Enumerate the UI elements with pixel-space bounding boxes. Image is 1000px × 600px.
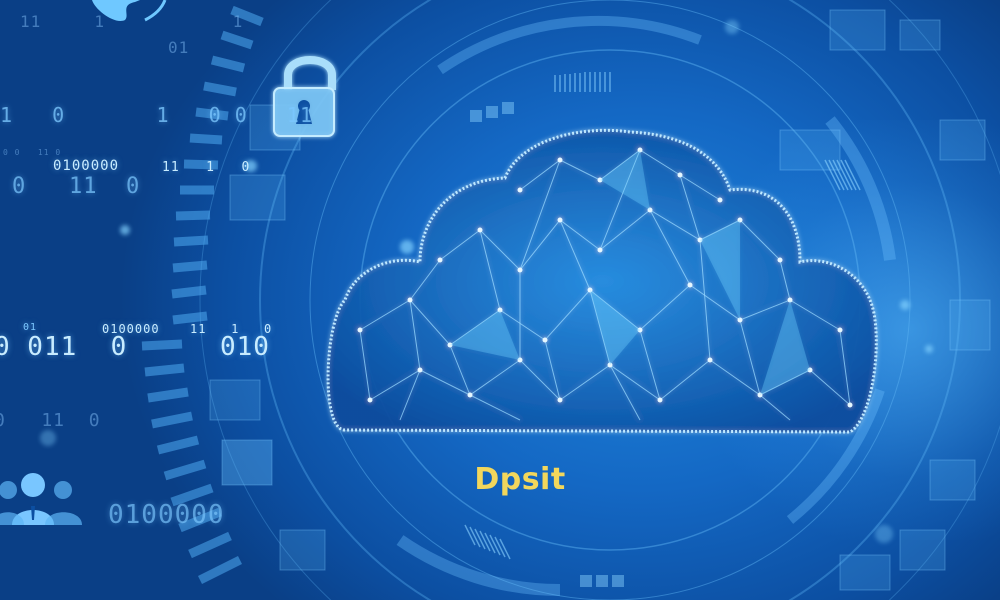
light-particle [40, 430, 56, 446]
light-particle [245, 160, 257, 172]
globe-icon [92, 0, 167, 22]
binary-digits: 0 11 0 [12, 174, 141, 199]
light-particle [925, 345, 933, 353]
binary-digits: 0 011 0 [0, 332, 128, 362]
light-particle [120, 225, 130, 235]
light-particle [900, 300, 910, 310]
light-particle [875, 525, 893, 543]
cloud-network-icon [326, 128, 878, 434]
light-particle [400, 240, 414, 254]
binary-digits: 11 1 1 [20, 12, 244, 31]
caption-text: Dpsit [474, 462, 566, 497]
binary-digits: 01 [23, 322, 38, 333]
binary-digits: 0 0 11 0 [3, 148, 62, 157]
binary-digits: 0100000 [108, 500, 225, 530]
binary-digits: 11 1 0 [162, 160, 251, 175]
binary-digits: 0100000 [102, 322, 160, 336]
binary-digits: 0100000 [53, 158, 120, 174]
binary-digits: 01 [168, 38, 190, 57]
binary-digits: 1 0 1 0 0 11 [0, 103, 313, 127]
binary-digits: 010 [220, 332, 270, 362]
padlock-icon [273, 56, 336, 137]
light-particle [725, 20, 739, 34]
binary-digits: 0 11 0 [0, 410, 101, 431]
users-group-icon [0, 473, 82, 525]
binary-digits: 11 1 0 [190, 322, 273, 336]
